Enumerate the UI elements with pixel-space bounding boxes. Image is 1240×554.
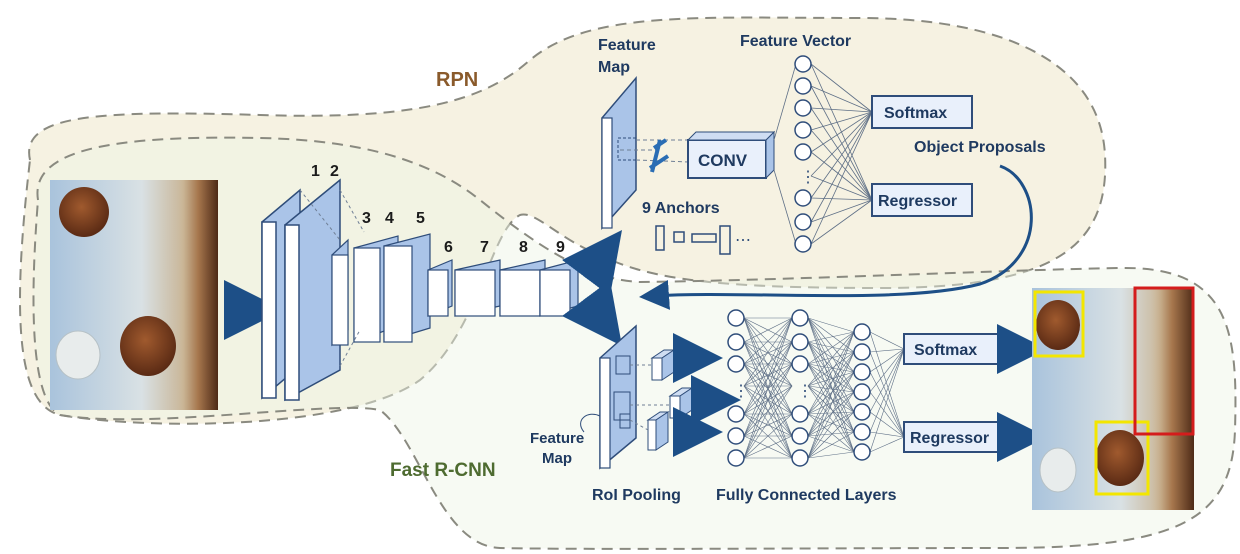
detection-box-1 (1033, 290, 1085, 358)
rpn-node (794, 99, 812, 117)
rpn-node (794, 143, 812, 161)
fc-node (791, 405, 809, 423)
fc-node (727, 405, 745, 423)
rpn-softmax-label: Softmax (884, 105, 947, 122)
rpn-node (794, 121, 812, 139)
object-proposals-label: Object Proposals (914, 139, 1046, 156)
layer-number-6: 6 (444, 239, 453, 256)
fc-node (727, 355, 745, 373)
rpn-regressor-box: Regressor (871, 183, 973, 217)
layer-number-9: 9 (556, 239, 565, 256)
layer-number-4: 4 (385, 210, 394, 227)
fc-node-ellipsis: ⋮ (733, 383, 749, 400)
fc-node (853, 403, 871, 421)
output-image (1032, 286, 1195, 510)
layer-number-3: 3 (362, 210, 371, 227)
rpn-conv-box: CONV (686, 130, 776, 180)
fc-node (853, 363, 871, 381)
rpn-node (794, 189, 812, 207)
detection-box-2 (1094, 420, 1150, 496)
frcnn-softmax-label: Softmax (914, 342, 977, 359)
feature-vector-label: Feature Vector (740, 33, 851, 50)
fully-connected-layers: ⋮⋮ (727, 309, 905, 467)
frcnn-softmax-box: Softmax (903, 333, 1001, 365)
fully-connected-label: Fully Connected Layers (716, 487, 897, 504)
layer-numbers: 1 2 3 4 5 6 7 8 9 (311, 163, 565, 256)
fc-node (853, 423, 871, 441)
frcnn-feature-map-label-1: Feature (530, 430, 584, 447)
rpn-conv-label: CONV (698, 151, 748, 170)
frcnn-feature-map (599, 324, 637, 470)
fc-node (853, 443, 871, 461)
sliding-window-icon (648, 138, 670, 173)
fc-node (853, 323, 871, 341)
anchor-ellipsis: ⋯ (735, 232, 751, 249)
roi-arrows (673, 333, 741, 457)
rpn-node (794, 77, 812, 95)
rpn-feature-map (601, 75, 691, 230)
layer-number-2: 2 (330, 163, 339, 180)
layer-number-8: 8 (519, 239, 528, 256)
frcnn-regressor-box: Regressor (903, 421, 1001, 453)
anchor-boxes-icon: ⋯ (655, 225, 751, 255)
feature-map-pointer (580, 413, 601, 433)
fc-node (727, 333, 745, 351)
frcnn-regressor-label: Regressor (910, 430, 989, 447)
split-arrow-down (562, 280, 622, 346)
rpn-anchors-label: 9 Anchors (642, 200, 720, 217)
layer-number-5: 5 (416, 210, 425, 227)
rpn-feature-vector: ⋮ (773, 55, 873, 253)
fc-node (791, 333, 809, 351)
fc-node (853, 383, 871, 401)
fc-node (727, 309, 745, 327)
fast-rcnn-title: Fast R-CNN (390, 460, 496, 481)
fc-node-ellipsis: ⋮ (797, 383, 813, 400)
layer-number-7: 7 (480, 239, 489, 256)
rpn-regressor-label: Regressor (878, 193, 957, 210)
rpn-node (794, 55, 812, 73)
roi-pooling-label: RoI Pooling (592, 487, 681, 504)
rpn-node-ellipsis: ⋮ (800, 169, 816, 186)
rpn-node (794, 213, 812, 231)
fc-node (727, 449, 745, 467)
detection-box-3 (1133, 286, 1195, 436)
fc-node (791, 355, 809, 373)
fc-node (853, 343, 871, 361)
rpn-node (794, 235, 812, 253)
split-arrow-up (562, 230, 622, 296)
fc-node (727, 427, 745, 445)
rpn-title: RPN (436, 69, 478, 91)
fc-node (791, 309, 809, 327)
rpn-softmax-box: Softmax (871, 95, 973, 129)
input-image (50, 180, 218, 410)
fc-node (791, 449, 809, 467)
rpn-feature-map-label-2: Map (598, 59, 630, 76)
fc-node (791, 427, 809, 445)
frcnn-feature-map-label-2: Map (542, 450, 572, 467)
object-proposals-arrow (639, 164, 1033, 310)
rpn-feature-map-label-1: Feature (598, 37, 656, 54)
layer-number-1: 1 (311, 163, 320, 180)
